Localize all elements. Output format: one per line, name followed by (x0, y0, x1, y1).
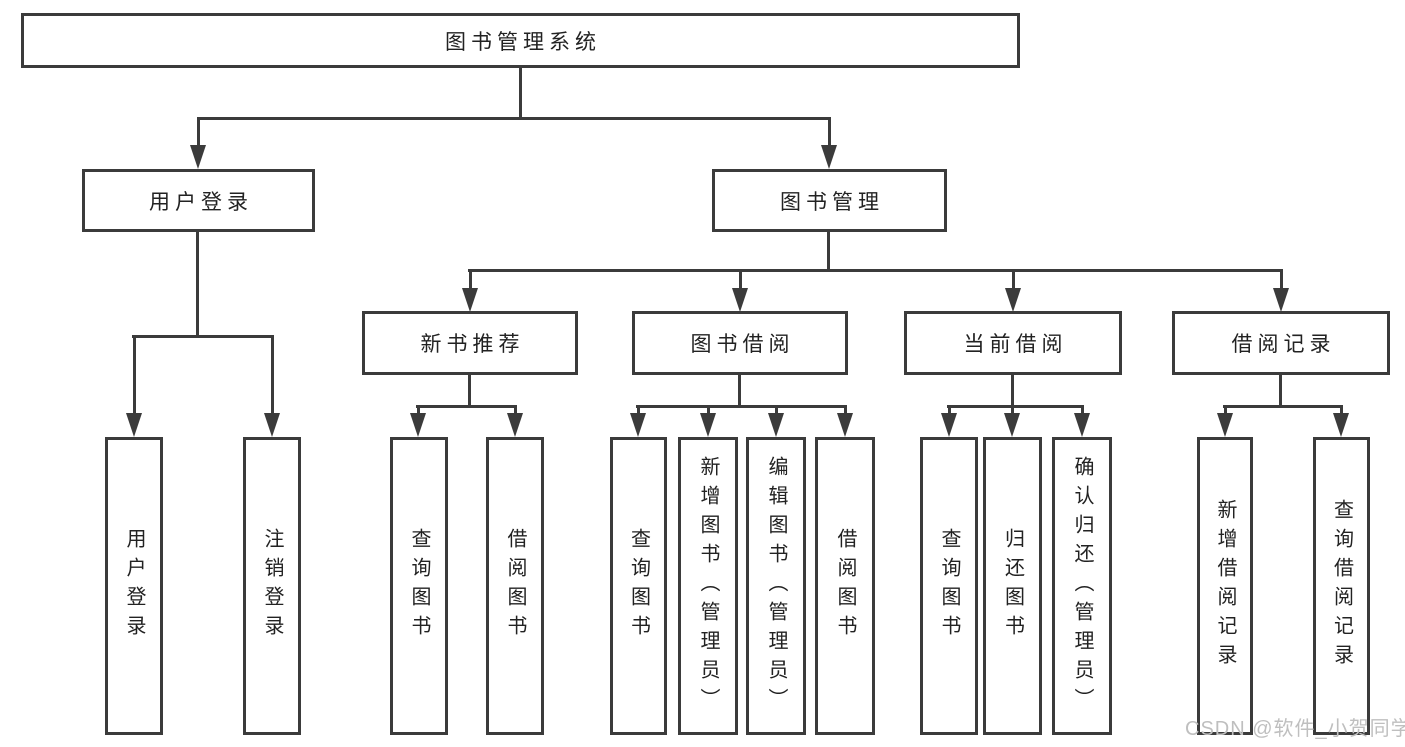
arrow-current-borrow-leaf-1 (941, 405, 957, 437)
node-book-mgmt-branch: 图书管理 (712, 169, 947, 232)
leaf-user-login: 用户登录 (105, 437, 163, 735)
node-user-login-branch-label: 用户登录 (149, 190, 253, 214)
leaf-edit-books-admin: 编辑图书（管理员） (746, 437, 806, 735)
leaf-current-query-books-label: 查询图书 (938, 528, 960, 644)
arrow-new-book-rec-leaf-2 (507, 405, 523, 437)
connector-new-book-rec-stem (468, 375, 471, 408)
leaf-query-borrow-record: 查询借阅记录 (1313, 437, 1370, 735)
connector-borrow-records-stem (1279, 375, 1282, 408)
leaf-current-query-books: 查询图书 (920, 437, 978, 735)
arrow-borrow-records-leaf-1 (1217, 405, 1233, 437)
arrow-to-borrow-records (1273, 269, 1289, 312)
leaf-add-borrow-record: 新增借阅记录 (1197, 437, 1253, 735)
leaf-borrow-query-books-label: 查询图书 (627, 528, 650, 644)
leaf-rec-query-books-label: 查询图书 (408, 528, 430, 644)
leaf-borrow-books: 借阅图书 (815, 437, 875, 735)
node-current-borrow: 当前借阅 (904, 311, 1122, 375)
arrow-current-borrow-leaf-2 (1004, 405, 1020, 437)
connector-book-borrow-stem (738, 375, 741, 408)
leaf-confirm-return-admin: 确认归还（管理员） (1052, 437, 1112, 735)
arrow-book-borrow-leaf-4 (837, 405, 853, 437)
connector-book-mgmt-rail (468, 269, 1282, 272)
leaf-add-books-admin: 新增图书（管理员） (678, 437, 738, 735)
leaf-borrow-books-label: 借阅图书 (834, 528, 856, 644)
node-book-mgmt-branch-label: 图书管理 (780, 190, 884, 214)
leaf-return-books-label: 归还图书 (1001, 528, 1024, 644)
connector-book-mgmt-stem (827, 232, 830, 272)
connector-current-borrow-rail (947, 405, 1084, 408)
connector-borrow-records-rail (1223, 405, 1343, 408)
leaf-rec-query-books: 查询图书 (390, 437, 448, 735)
arrow-book-borrow-leaf-2 (700, 405, 716, 437)
arrow-borrow-records-leaf-2 (1333, 405, 1349, 437)
arrow-book-borrow-leaf-3 (768, 405, 784, 437)
arrow-to-new-book-rec (462, 269, 478, 312)
connector-book-borrow-rail (636, 405, 847, 408)
connector-current-borrow-stem (1011, 375, 1014, 408)
connector-new-book-rec-rail (416, 405, 517, 408)
connector-root-rail (197, 117, 831, 120)
node-root: 图书管理系统 (21, 13, 1020, 68)
leaf-logout-label: 注销登录 (261, 528, 283, 644)
leaf-add-borrow-record-label: 新增借阅记录 (1214, 499, 1236, 673)
leaf-logout: 注销登录 (243, 437, 301, 735)
arrow-current-borrow-leaf-3 (1074, 405, 1090, 437)
leaf-user-login-label: 用户登录 (123, 528, 145, 644)
node-borrow-records: 借阅记录 (1172, 311, 1390, 375)
leaf-return-books: 归还图书 (983, 437, 1042, 735)
node-user-login-branch: 用户登录 (82, 169, 315, 232)
arrow-book-borrow-leaf-1 (630, 405, 646, 437)
node-new-book-rec: 新书推荐 (362, 311, 578, 375)
connector-root-stem (519, 68, 522, 120)
leaf-rec-borrow-books: 借阅图书 (486, 437, 544, 735)
leaf-query-borrow-record-label: 查询借阅记录 (1330, 499, 1353, 673)
arrow-to-user-login-branch (190, 117, 206, 169)
leaf-borrow-query-books: 查询图书 (610, 437, 667, 735)
leaf-rec-borrow-books-label: 借阅图书 (504, 528, 526, 644)
node-current-borrow-label: 当前借阅 (963, 333, 1068, 356)
node-root-label: 图书管理系统 (445, 30, 601, 54)
node-book-borrow: 图书借阅 (632, 311, 848, 375)
connector-user-login-stem (196, 232, 199, 338)
node-book-borrow-label: 图书借阅 (690, 333, 795, 356)
node-borrow-records-label: 借阅记录 (1231, 333, 1336, 356)
csdn-watermark: CSDN @软件_小贺同学 (1185, 718, 1405, 740)
leaf-edit-books-admin-label: 编辑图书（管理员） (765, 455, 787, 717)
arrow-new-book-rec-leaf-1 (410, 405, 426, 437)
arrow-to-leaf-logout (264, 335, 280, 437)
arrow-to-leaf-user-login (126, 335, 142, 437)
arrow-to-book-borrow (732, 269, 748, 312)
connector-user-login-rail (132, 335, 274, 338)
arrow-to-current-borrow (1005, 269, 1021, 312)
node-new-book-rec-label: 新书推荐 (420, 333, 525, 356)
leaf-add-books-admin-label: 新增图书（管理员） (697, 455, 719, 717)
leaf-confirm-return-admin-label: 确认归还（管理员） (1071, 455, 1093, 717)
arrow-to-book-mgmt-branch (821, 117, 837, 169)
